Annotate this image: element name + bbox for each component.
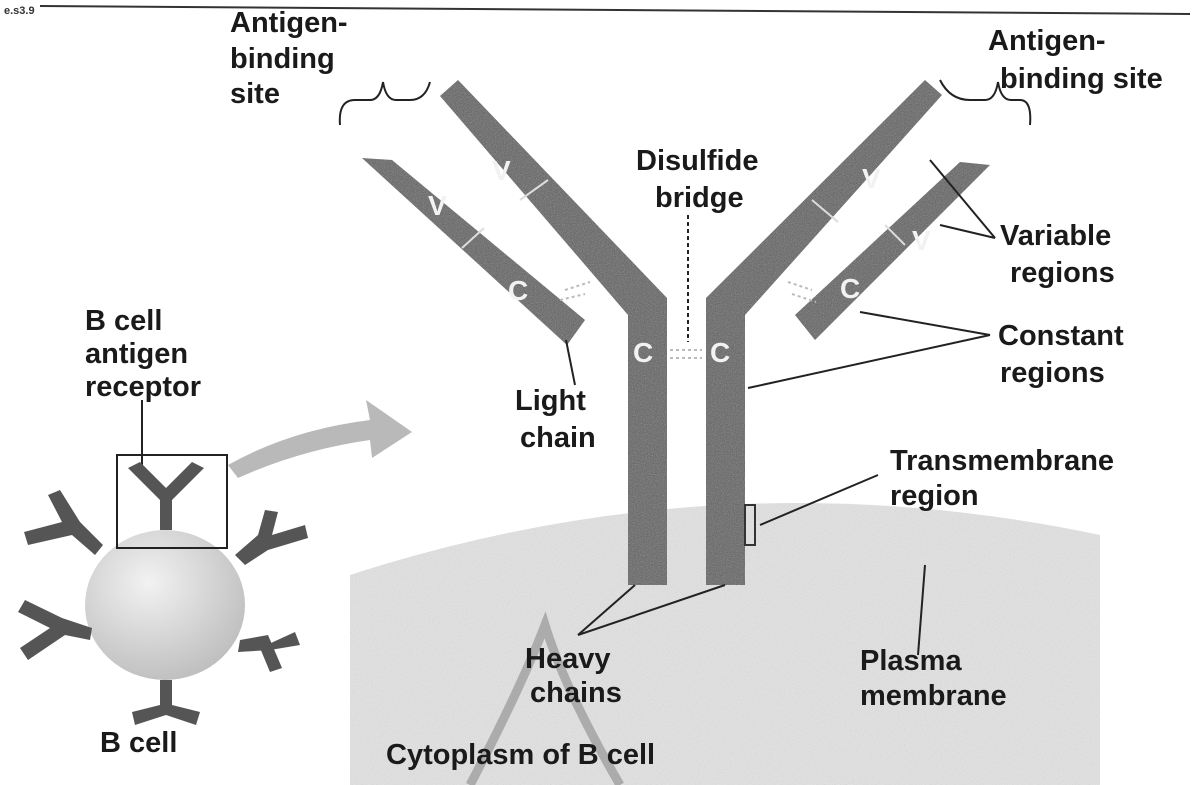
label-antigen-binding-right: Antigen- binding site xyxy=(988,25,1163,95)
label-constant-regions: Constant regions xyxy=(998,320,1132,389)
c-heavy-right: C xyxy=(710,337,730,368)
top-border xyxy=(40,6,1190,14)
leader-light-chain xyxy=(566,340,575,385)
v-light-left: V xyxy=(428,190,447,221)
label-antigen-binding-left: Antigen- binding site xyxy=(230,7,356,110)
v-light-right: V xyxy=(912,225,931,256)
v-heavy-right: V xyxy=(862,163,881,194)
b-cell-body xyxy=(85,530,245,680)
bracket-antigen-left xyxy=(340,82,430,125)
label-b-cell-receptor: B cell antigen receptor xyxy=(85,305,201,403)
label-light-chain: Light chain xyxy=(515,385,596,454)
label-transmembrane-region: Transmembrane region xyxy=(890,445,1122,512)
v-heavy-left: V xyxy=(492,155,511,186)
c-heavy-left: C xyxy=(633,337,653,368)
label-variable-regions: Variable regions xyxy=(1000,220,1119,289)
label-cytoplasm: Cytoplasm of B cell xyxy=(386,739,655,771)
c-light-left: C xyxy=(508,275,528,306)
label-b-cell: B cell xyxy=(100,727,177,759)
leader-constant-1 xyxy=(860,312,990,335)
label-disulfide-bridge: Disulfide bridge xyxy=(636,145,767,214)
corner-mark: e.s3.9 xyxy=(4,5,35,17)
zoom-arrow xyxy=(228,400,412,478)
leader-constant-2 xyxy=(748,335,990,388)
c-light-right: C xyxy=(840,273,860,304)
